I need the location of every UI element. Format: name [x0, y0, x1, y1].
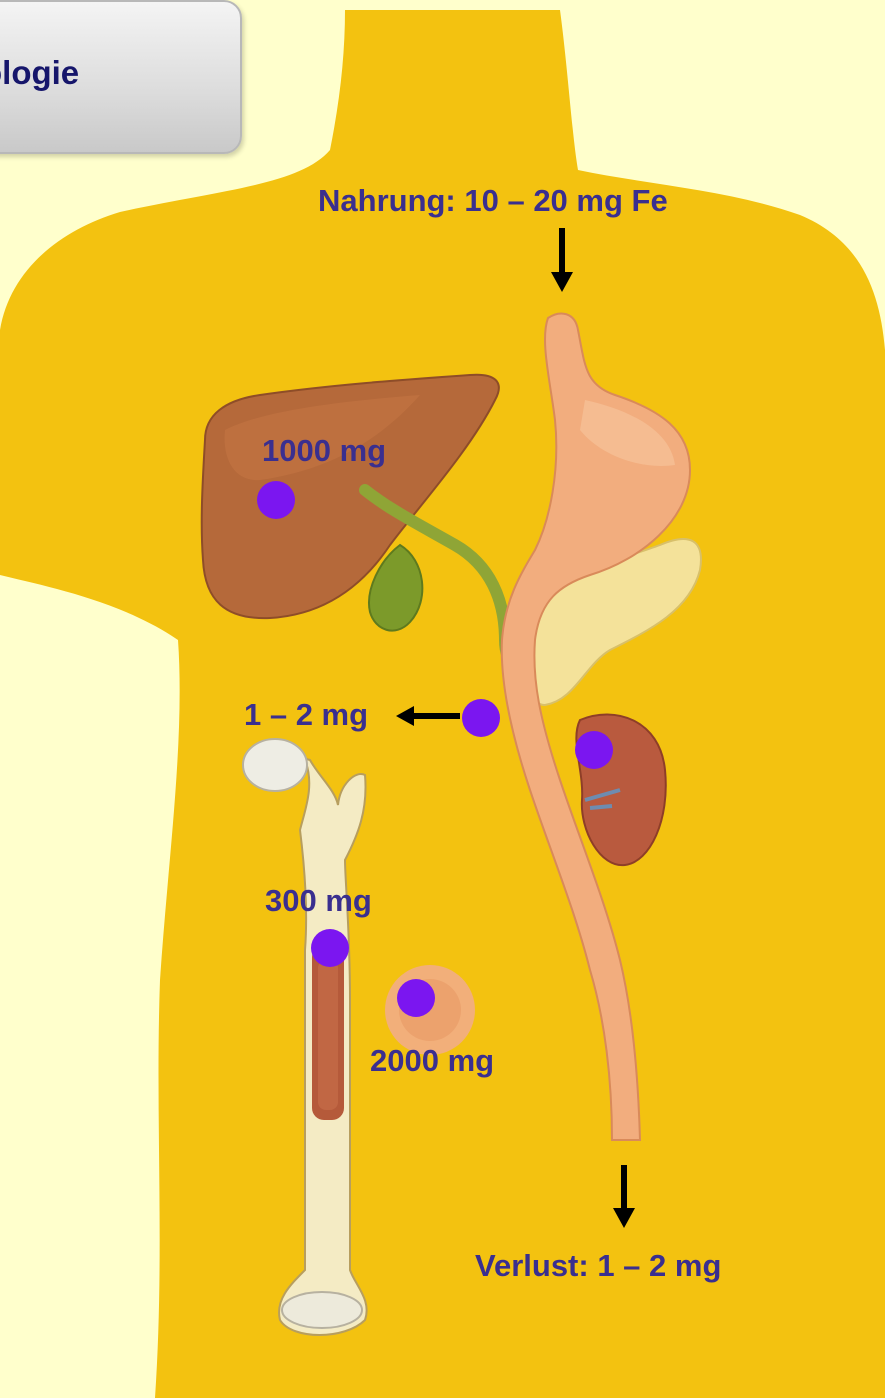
title-box: ologie — [0, 0, 242, 154]
iron-marker-intestine — [462, 699, 500, 737]
iron-marker-spleen — [575, 731, 613, 769]
intake-label: Nahrung: 10 – 20 mg Fe — [318, 183, 668, 219]
iron-marker-bone — [311, 929, 349, 967]
blood-label: 2000 mg — [370, 1043, 494, 1079]
iron-marker-blood — [397, 979, 435, 1017]
bone-label: 300 mg — [265, 883, 372, 919]
loss-label: Verlust: 1 – 2 mg — [475, 1248, 721, 1284]
page-title: ologie — [0, 54, 79, 92]
intestine-label: 1 – 2 mg — [244, 697, 368, 733]
iron-marker-liver — [257, 481, 295, 519]
liver-label: 1000 mg — [262, 433, 386, 469]
